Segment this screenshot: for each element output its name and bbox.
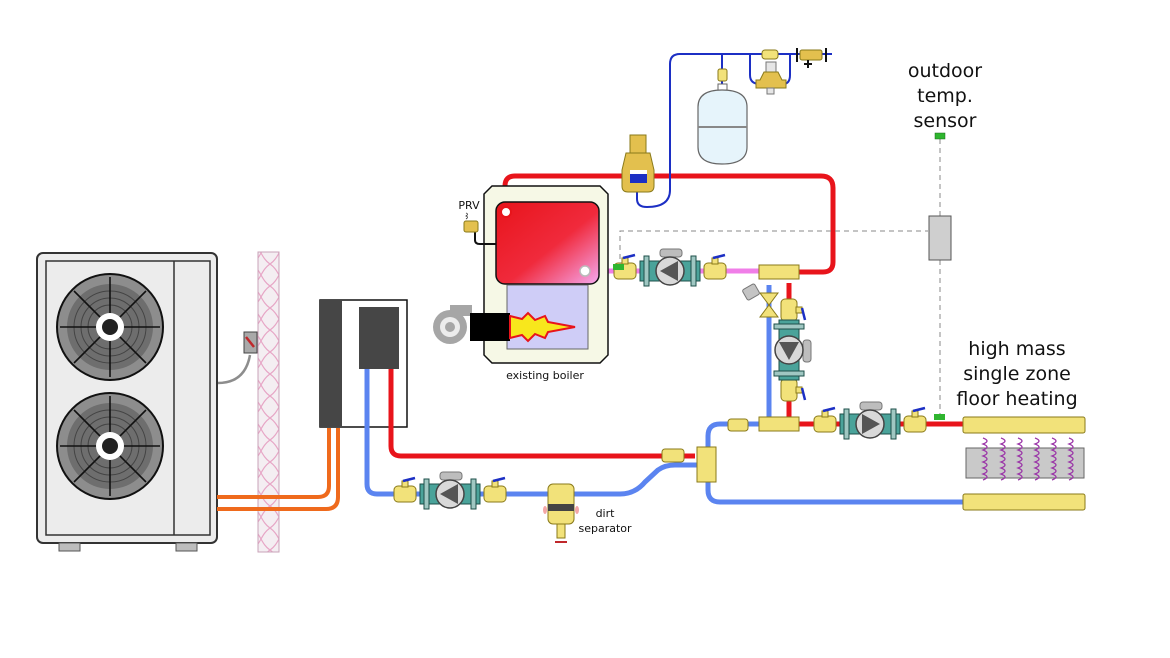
fan-icon xyxy=(56,392,164,500)
insulated-wall xyxy=(257,251,280,553)
dirt-label-1: dirt xyxy=(596,507,616,520)
pressure-relief-valve: PRV xyxy=(458,199,496,245)
flame-icon xyxy=(509,311,576,343)
expansion-tank xyxy=(697,68,748,165)
floor-heating-label-2: single zone xyxy=(963,363,1071,385)
return-pipe xyxy=(364,428,698,497)
tee-supply-pipe xyxy=(705,421,770,455)
refrigerant-lines xyxy=(217,428,340,511)
floor-loops xyxy=(981,437,1074,481)
controller xyxy=(928,215,952,261)
outdoor-temp-sensor-icon xyxy=(934,132,946,140)
hydraulic-tee xyxy=(661,264,800,483)
indoor-hydronic-module xyxy=(319,299,408,428)
disconnect-switch xyxy=(217,331,258,385)
supply-pipe xyxy=(388,428,695,459)
boiler-label: existing boiler xyxy=(506,369,584,382)
supply-sensor-icon xyxy=(934,414,945,420)
boiler-supply-pipe xyxy=(502,173,836,275)
boiler-return-sensor-icon xyxy=(613,264,624,270)
backflow-preventer xyxy=(796,48,827,68)
control-wiring xyxy=(619,139,941,416)
prv-label: PRV xyxy=(458,199,480,212)
outdoor-heat-pump-unit xyxy=(36,252,218,552)
dirt-label-2: separator xyxy=(578,522,632,535)
pressure-reducing-valve xyxy=(755,49,787,95)
floor-heating-manifold xyxy=(962,416,1086,511)
dirt-separator: dirt separator xyxy=(543,483,632,543)
floor-heating-label-3: floor heating xyxy=(956,388,1077,410)
makeup-water-pipe xyxy=(636,53,832,209)
air-separator xyxy=(621,134,655,193)
hp-circulator xyxy=(392,471,508,510)
oil-burner xyxy=(433,305,576,344)
existing-boiler: existing boiler xyxy=(483,185,609,382)
mixing-valve xyxy=(742,283,779,318)
floor-circulator xyxy=(812,401,928,440)
outdoor-sensor-label-1: outdoor xyxy=(908,60,982,82)
fan-icon xyxy=(56,273,164,381)
outdoor-sensor-label-3: sensor xyxy=(914,110,977,132)
floor-heating-label-1: high mass xyxy=(968,338,1065,360)
boiler-circulator xyxy=(612,248,728,287)
injection-circulator xyxy=(773,297,812,403)
floor-return-pipe xyxy=(705,470,963,505)
outdoor-sensor-label-2: temp. xyxy=(917,85,973,107)
